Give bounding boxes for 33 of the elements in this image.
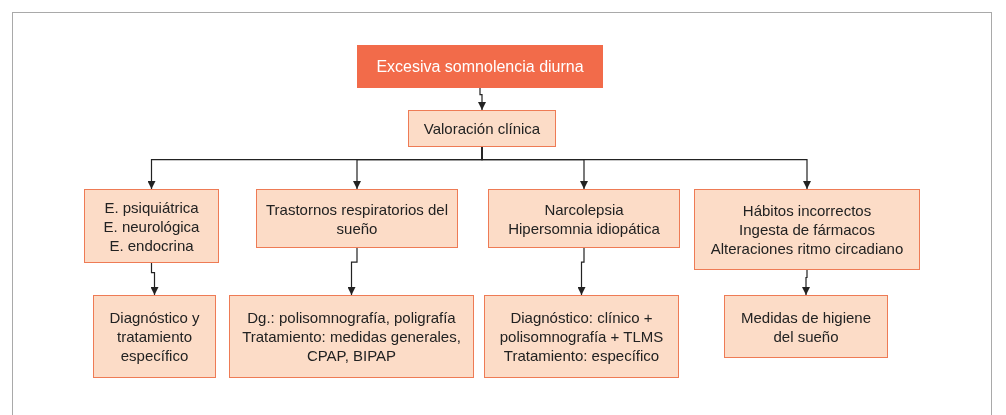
process-box: [256, 189, 458, 248]
box-text: Hábitos incorrectos: [742, 201, 872, 220]
box-text: Narcolepsia: [544, 199, 624, 219]
start-box: [357, 45, 603, 88]
process-box: [488, 189, 680, 248]
box-text: E. endocrina: [109, 235, 194, 255]
process-box: [229, 295, 474, 378]
box-text: Alteraciones ritmo circadiano: [710, 239, 904, 258]
process-box: [93, 295, 216, 378]
arrow: [577, 247, 586, 296]
box-text: Diagnóstico: clínico + polisomnografía + TLMS: [498, 308, 665, 346]
arrow: [481, 146, 811, 190]
box-text: Tratamiento: medidas generales, CPAP, BIPAP: [241, 327, 462, 365]
process-box: [408, 110, 556, 147]
arrow: [478, 87, 486, 111]
process-box: [724, 295, 888, 358]
process-box: [484, 295, 679, 378]
box-text: Dg.: polisomnografía, poligrafía: [247, 308, 456, 327]
process-box: [84, 189, 219, 263]
box-text: Valoración clínica: [423, 119, 541, 138]
box-text: Excesiva somnolencia diurna: [376, 57, 584, 76]
box-text: Hipersomnia idiopática: [508, 218, 660, 238]
box-text: E. neurológica: [103, 216, 200, 236]
arrow: [347, 247, 358, 296]
arrow: [802, 269, 810, 296]
box-text: Tratamiento: específico: [503, 346, 660, 365]
box-text: Trastornos respiratorios del sueño: [265, 199, 449, 238]
box-text: Diagnóstico y tratamiento específico: [108, 308, 201, 365]
arrow: [150, 262, 159, 296]
process-box: [694, 189, 920, 270]
box-text: Medidas de higiene del sueño: [739, 307, 873, 346]
box-text: E. psiquiátrica: [104, 197, 199, 217]
box-text: Ingesta de fármacos: [739, 220, 875, 239]
